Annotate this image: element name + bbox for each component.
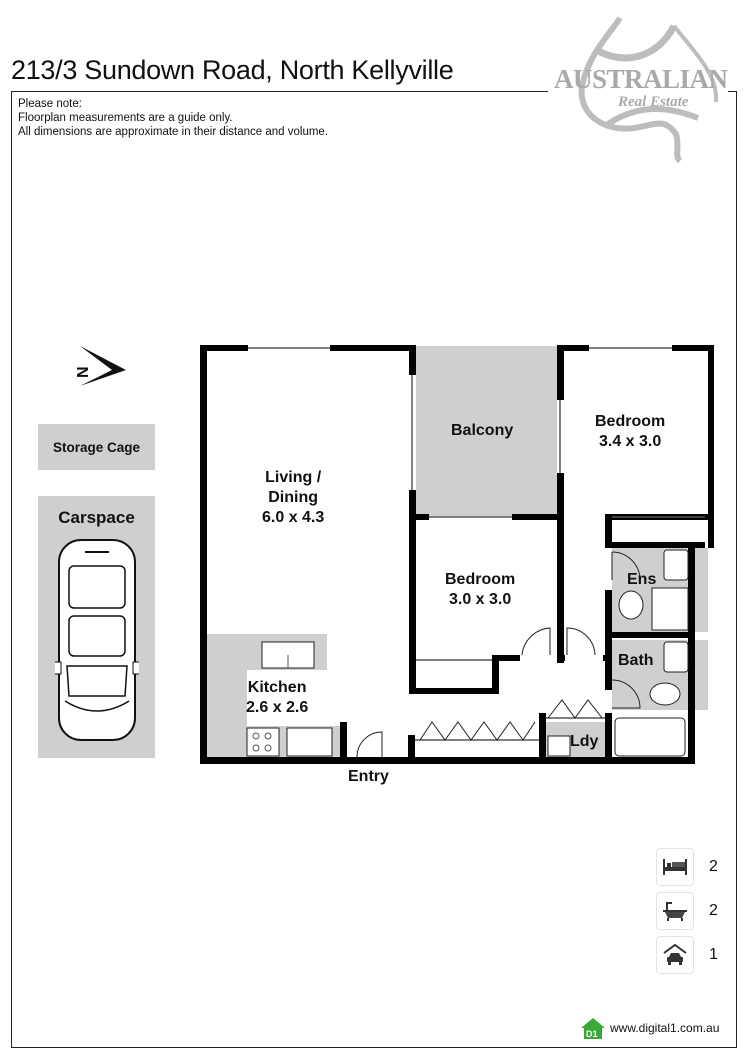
stat-parking: 1 [656, 936, 718, 974]
bathroom-count: 2 [709, 902, 718, 919]
note-line: Floorplan measurements are a guide only. [18, 112, 233, 124]
room-ensuite: Ens [627, 571, 657, 588]
room-kitchen: Kitchen 2.6 x 2.6 [246, 679, 309, 716]
logo-subtitle: Real Estate [618, 94, 689, 110]
north-label: N [75, 366, 92, 378]
carspace-label: Carspace [58, 508, 135, 527]
footer-branding: D1 www.digital1.com.au [580, 1016, 719, 1040]
footer-url[interactable]: www.digital1.com.au [610, 1021, 720, 1035]
car-icon [55, 539, 139, 741]
room-bedroom-1: Bedroom 3.4 x 3.0 [595, 413, 666, 450]
storage-cage: Storage Cage [38, 424, 155, 470]
room-balcony: Balcony [451, 422, 514, 439]
room-living-dining: Living / Dining 6.0 x 4.3 [262, 469, 325, 526]
stat-bedrooms: 2 [656, 848, 718, 886]
room-laundry: Ldy [570, 733, 599, 750]
entry-label: Entry [348, 768, 389, 785]
note-line: Please note: [18, 98, 82, 110]
floor-plan [200, 345, 714, 764]
bed-icon [656, 848, 694, 886]
north-arrow-icon: N [70, 340, 130, 395]
property-address-title: 213/3 Sundown Road, North Kellyville [11, 55, 454, 85]
logo-brand: AUSTRALIAN [554, 64, 728, 94]
bedroom-count: 2 [709, 858, 718, 875]
svg-text:D1: D1 [586, 1029, 598, 1039]
note-line: All dimensions are approximate in their … [18, 126, 329, 138]
disclaimer-note: Please note: Floorplan measurements are … [18, 97, 328, 139]
garage-car-icon [656, 936, 694, 974]
parking-count: 1 [709, 946, 718, 963]
stat-bathrooms: 2 [656, 892, 718, 930]
room-bath: Bath [618, 652, 654, 669]
australia-map-icon [578, 16, 719, 164]
agency-logo: AUSTRALIAN Real Estate [548, 6, 728, 166]
room-bedroom-2: Bedroom 3.0 x 3.0 [445, 571, 516, 608]
carspace: Carspace [38, 496, 155, 758]
d1-house-icon: D1 [581, 1018, 605, 1039]
bathtub-icon [656, 892, 694, 930]
plan-frame [11, 91, 737, 1048]
